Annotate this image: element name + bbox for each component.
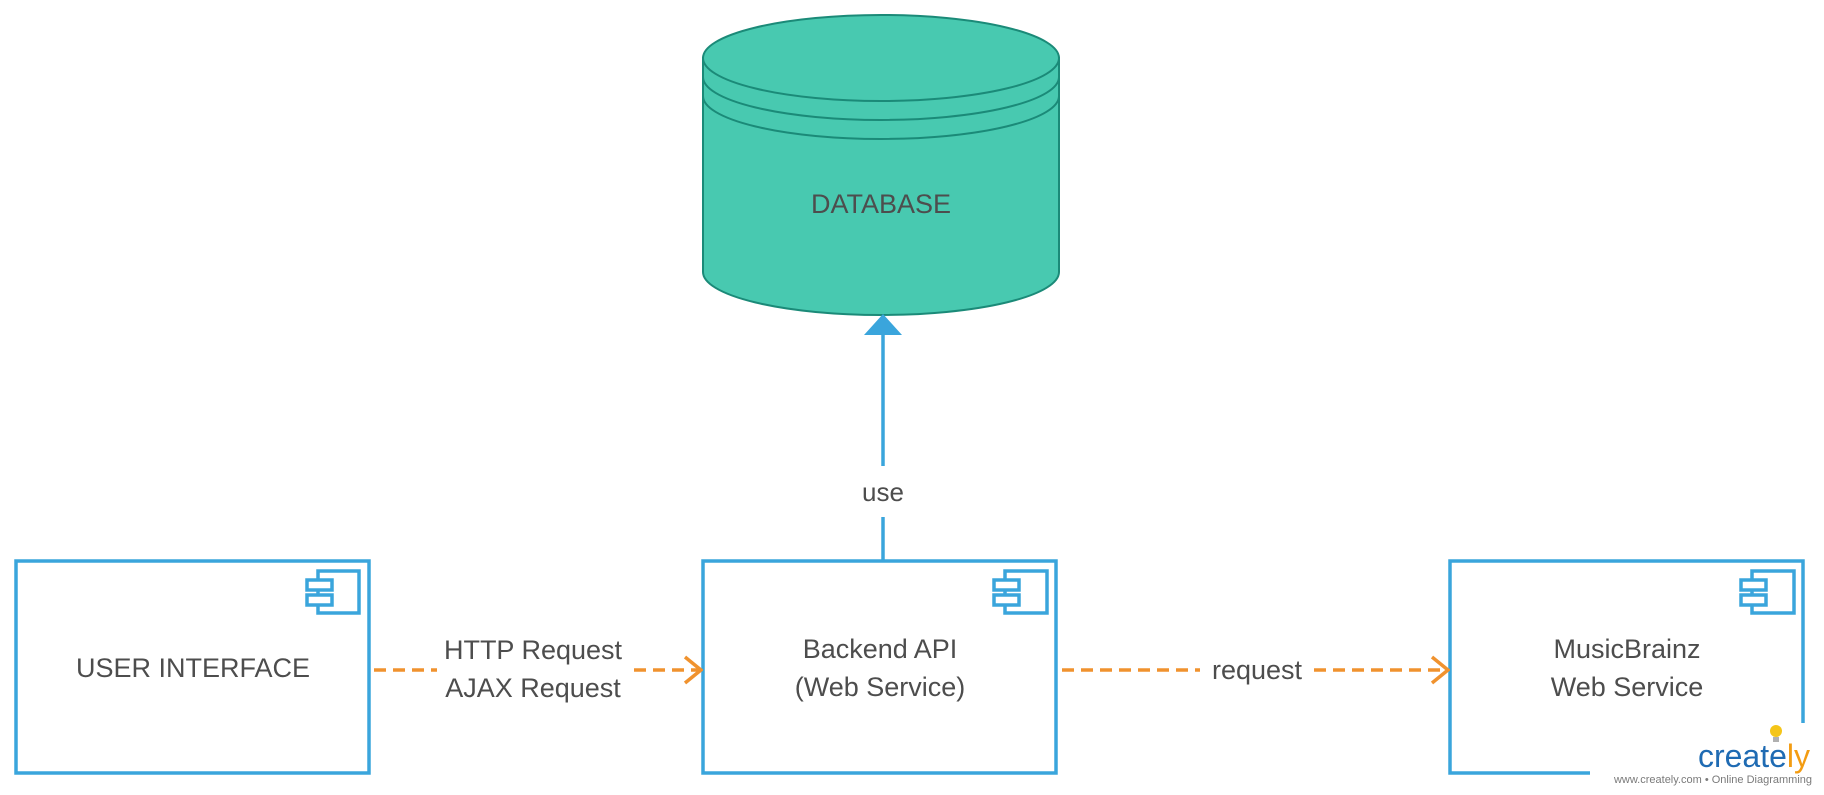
component-icon: [305, 569, 361, 615]
connector-backend-database[interactable]: use: [862, 314, 904, 561]
connector-ui-backend[interactable]: HTTP Request AJAX Request: [374, 635, 701, 703]
connector-backend-musicbrainz[interactable]: request: [1062, 655, 1448, 685]
creately-watermark[interactable]: creately www.creately.com • Online Diagr…: [1590, 723, 1822, 793]
ajax-request-label: AJAX Request: [445, 673, 621, 703]
logo-brand-suffix: ly: [1787, 738, 1810, 774]
database-ring-2: [702, 95, 1060, 140]
database-label: DATABASE: [811, 189, 951, 219]
component-label-line-2: (Web Service): [795, 672, 966, 702]
creately-tagline: www.creately.com • Online Diagramming: [1613, 774, 1812, 786]
component-label-line-1: MusicBrainz: [1553, 634, 1700, 664]
database-body: [702, 57, 1060, 316]
use-label: use: [862, 477, 904, 507]
component-box: [701, 559, 1058, 775]
component-label-line-1: USER INTERFACE: [76, 653, 310, 683]
component-icon: [992, 569, 1049, 615]
component-icon: [1739, 569, 1796, 615]
component-backend-api[interactable]: Backend API (Web Service): [701, 559, 1058, 775]
request-label: request: [1212, 655, 1303, 685]
http-request-label: HTTP Request: [444, 635, 623, 665]
component-label-line-2: Web Service: [1551, 672, 1704, 702]
database-cylinder[interactable]: DATABASE: [702, 14, 1060, 316]
component-label-line-1: Backend API: [803, 634, 958, 664]
logo-brand-prefix: create: [1698, 738, 1787, 774]
component-user-interface[interactable]: USER INTERFACE: [14, 559, 371, 775]
creately-logo: creately: [1698, 738, 1810, 774]
use-arrow-head: [864, 314, 902, 335]
database-top: [702, 14, 1060, 102]
database-ring-1: [702, 76, 1060, 121]
watermark-backdrop: [1590, 723, 1822, 793]
lightbulb-icon: [1770, 725, 1782, 742]
